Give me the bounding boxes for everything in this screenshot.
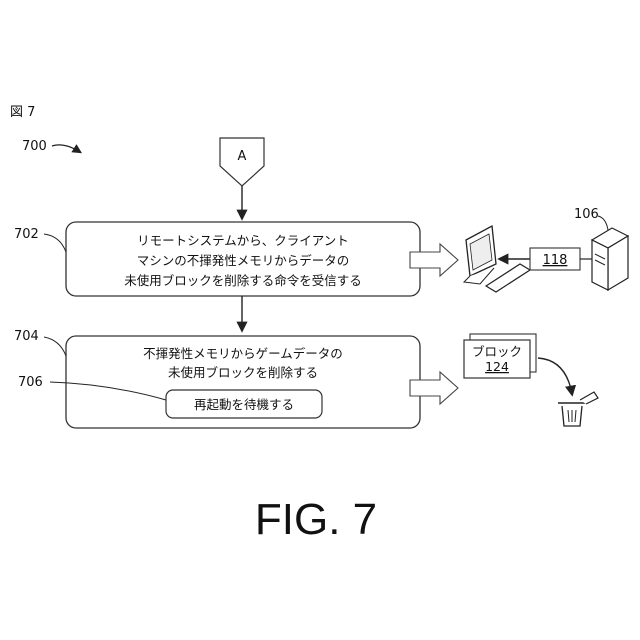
server-leader bbox=[598, 216, 608, 230]
step-702-leader bbox=[44, 234, 66, 252]
step-702-line-3: 未使用ブロックを削除する命令を受信する bbox=[124, 273, 362, 288]
block-ref: 124 bbox=[485, 359, 509, 374]
step-702-line-1: リモートシステムから、クライアント bbox=[137, 233, 349, 248]
step-704-ref: 704 bbox=[14, 329, 39, 344]
figure-number-arrow bbox=[52, 145, 80, 152]
server-icon bbox=[592, 228, 628, 290]
block-label: ブロック bbox=[472, 344, 522, 359]
step-702-line-2: マシンの不揮発性メモリからデータの bbox=[137, 253, 350, 268]
figure-caption: FIG. 7 bbox=[255, 495, 377, 544]
step-704-line-2: 未使用ブロックを削除する bbox=[168, 365, 318, 380]
figure-number: 700 bbox=[22, 139, 47, 154]
connector-label: A bbox=[238, 149, 247, 164]
step-706-ref: 706 bbox=[18, 375, 43, 390]
step-704-leader bbox=[44, 337, 66, 356]
step-706-text: 再起動を待機する bbox=[194, 397, 294, 412]
delete-arrow bbox=[538, 358, 572, 394]
server-ref: 106 bbox=[574, 207, 599, 222]
figure-label: 図 7 bbox=[10, 105, 35, 120]
message-118-ref: 118 bbox=[543, 253, 568, 268]
trash-icon bbox=[558, 392, 598, 426]
step-704-line-1: 不揮発性メモリからゲームデータの bbox=[143, 346, 343, 361]
step-702-ref: 702 bbox=[14, 227, 39, 242]
